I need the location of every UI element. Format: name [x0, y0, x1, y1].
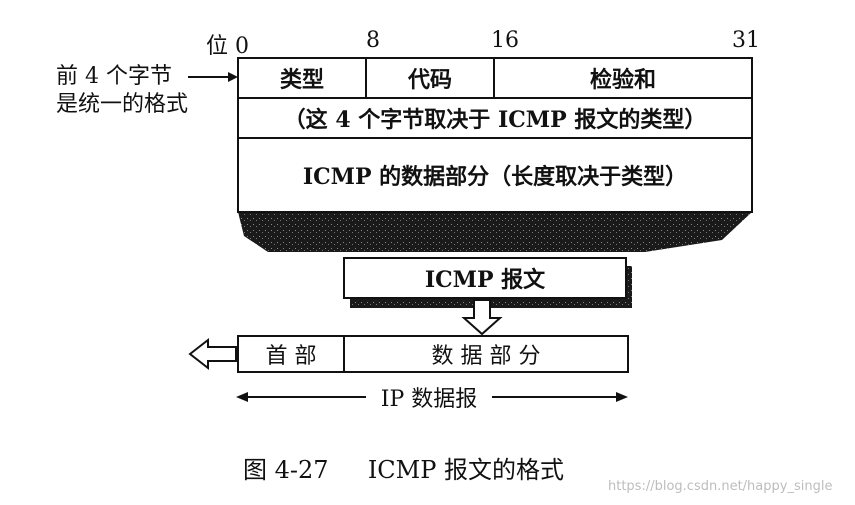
- icmp-message-box: [343, 257, 627, 299]
- figure-caption: 图 4-27 ICMP 报文的格式: [243, 450, 564, 485]
- ip-span-arrow-right-head: [616, 392, 628, 402]
- left-hollow-arrow: [188, 337, 237, 371]
- side-note-arrow-head: [228, 72, 238, 82]
- ip-datagram-box: [237, 335, 629, 373]
- data-part-text: ICMP 的数据部分（长度取决于类型）: [302, 164, 688, 190]
- field-checksum: 检验和: [589, 67, 656, 93]
- field-type: 类型: [279, 67, 324, 93]
- bit-label-group: 位 0: [206, 28, 249, 60]
- down-hollow-arrow: [461, 299, 503, 336]
- funnel-shadow: [238, 212, 752, 252]
- bit-16-label: 16: [491, 28, 519, 53]
- bit-31-label: 31: [732, 28, 760, 53]
- watermark: https://blog.csdn.net/happy_single: [608, 479, 833, 494]
- figure-number: 图 4-27: [243, 456, 329, 484]
- icmp-message-label: ICMP 报文: [424, 267, 546, 293]
- figure-title: ICMP 报文的格式: [367, 456, 565, 484]
- ip-data-label: 数 据 部 分: [431, 344, 541, 369]
- bit-8-label: 8: [366, 28, 380, 53]
- ip-datagram-label: IP 数据报: [370, 382, 488, 412]
- side-note-line2: 是统一的格式: [56, 92, 189, 117]
- field-code: 代码: [407, 67, 452, 93]
- ip-header-label: 首 部: [265, 344, 317, 369]
- side-note-line1: 前 4 个字节: [56, 64, 172, 89]
- ip-span-arrow-left-head: [236, 392, 248, 402]
- bit-prefix-label: 位: [206, 34, 229, 59]
- row2-text: （这 4 个字节取决于 ICMP 报文的类型）: [283, 107, 707, 133]
- bit-0-label: 0: [235, 34, 250, 59]
